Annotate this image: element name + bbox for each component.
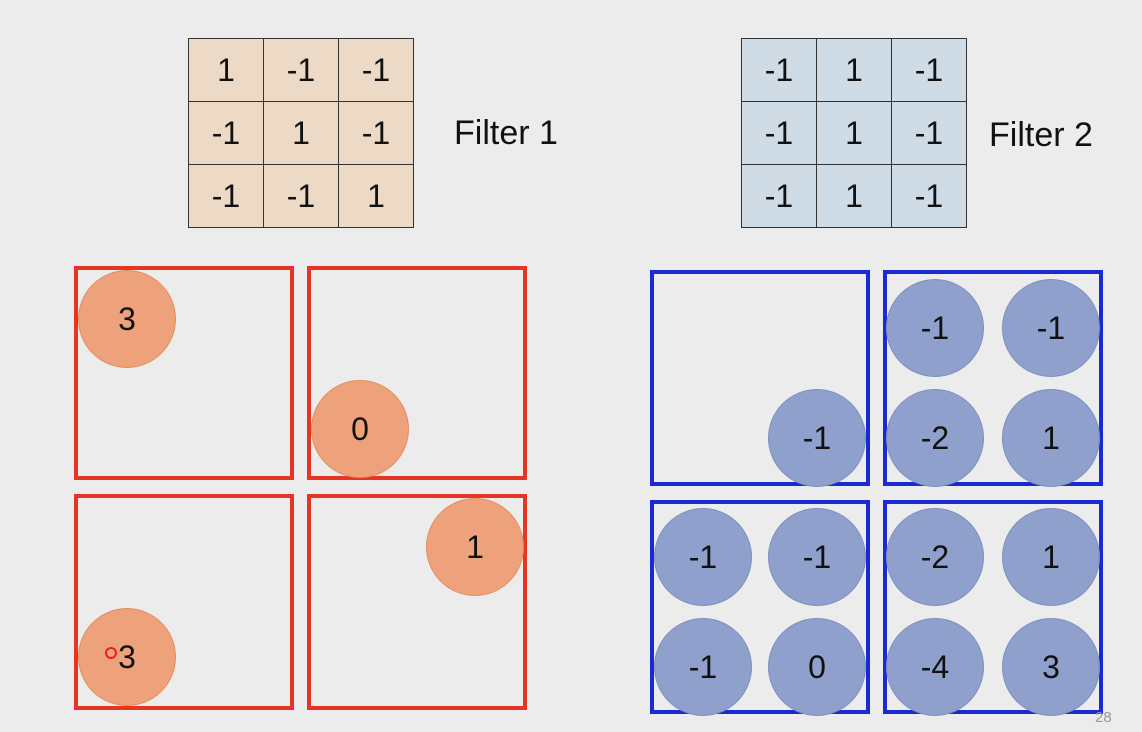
page-number: 28 — [1095, 709, 1112, 726]
filter2-cell: 1 — [816, 38, 892, 102]
filter1-cell: -1 — [188, 164, 264, 228]
filter2-value-circle: -2 — [886, 508, 984, 606]
filter1-value-circle: 0 — [311, 380, 409, 478]
filter2-cell: 1 — [816, 164, 892, 228]
filter1-pool-box-top-left — [74, 266, 294, 480]
filter2-value-circle: 1 — [1002, 389, 1100, 487]
filter2-value-circle: -1 — [654, 508, 752, 606]
filter1-pool-box-top-right — [307, 266, 527, 480]
filter2-value-circle: 1 — [1002, 508, 1100, 606]
filter1-matrix: 1 -1 -1 -1 1 -1 -1 -1 1 — [188, 38, 414, 228]
filter2-cell: -1 — [741, 101, 817, 165]
filter2-value-circle: -4 — [886, 618, 984, 716]
filter2-cell: -1 — [891, 101, 967, 165]
filter1-cell: 1 — [188, 38, 264, 102]
filter2-cell: -1 — [891, 164, 967, 228]
filter2-label: Filter 2 — [989, 116, 1093, 154]
filter2-pool-box-top-left — [650, 270, 870, 486]
pointer-marker-icon — [105, 647, 117, 659]
filter1-value-circle: 1 — [426, 498, 524, 596]
filter2-value-circle: -1 — [768, 389, 866, 487]
filter2-pool-box-bottom-left — [650, 500, 870, 714]
filter2-cell: 1 — [816, 101, 892, 165]
filter2-value-circle: 0 — [768, 618, 866, 716]
filter2-pool-box-bottom-right — [883, 500, 1103, 714]
filter1-cell: -1 — [338, 101, 414, 165]
filter2-value-circle: -1 — [768, 508, 866, 606]
filter1-cell: -1 — [338, 38, 414, 102]
filter1-pool-box-bottom-right — [307, 494, 527, 710]
filter1-cell: -1 — [188, 101, 264, 165]
filter2-cell: -1 — [891, 38, 967, 102]
filter2-value-circle: -1 — [1002, 279, 1100, 377]
filter2-value-circle: -1 — [886, 279, 984, 377]
filter1-cell: -1 — [263, 38, 339, 102]
filter1-cell: 1 — [263, 101, 339, 165]
filter2-cell: -1 — [741, 38, 817, 102]
filter1-label: Filter 1 — [454, 114, 558, 152]
filter1-cell: -1 — [263, 164, 339, 228]
filter1-value-circle: 3 — [78, 608, 176, 706]
filter2-value-circle: -2 — [886, 389, 984, 487]
filter2-pool-box-top-right — [883, 270, 1103, 486]
filter2-matrix: -1 1 -1 -1 1 -1 -1 1 -1 — [741, 38, 967, 228]
filter1-pool-box-bottom-left — [74, 494, 294, 710]
filter2-value-circle: 3 — [1002, 618, 1100, 716]
filter1-value-circle: 3 — [78, 270, 176, 368]
filter2-value-circle: -1 — [654, 618, 752, 716]
filter1-cell: 1 — [338, 164, 414, 228]
filter2-cell: -1 — [741, 164, 817, 228]
